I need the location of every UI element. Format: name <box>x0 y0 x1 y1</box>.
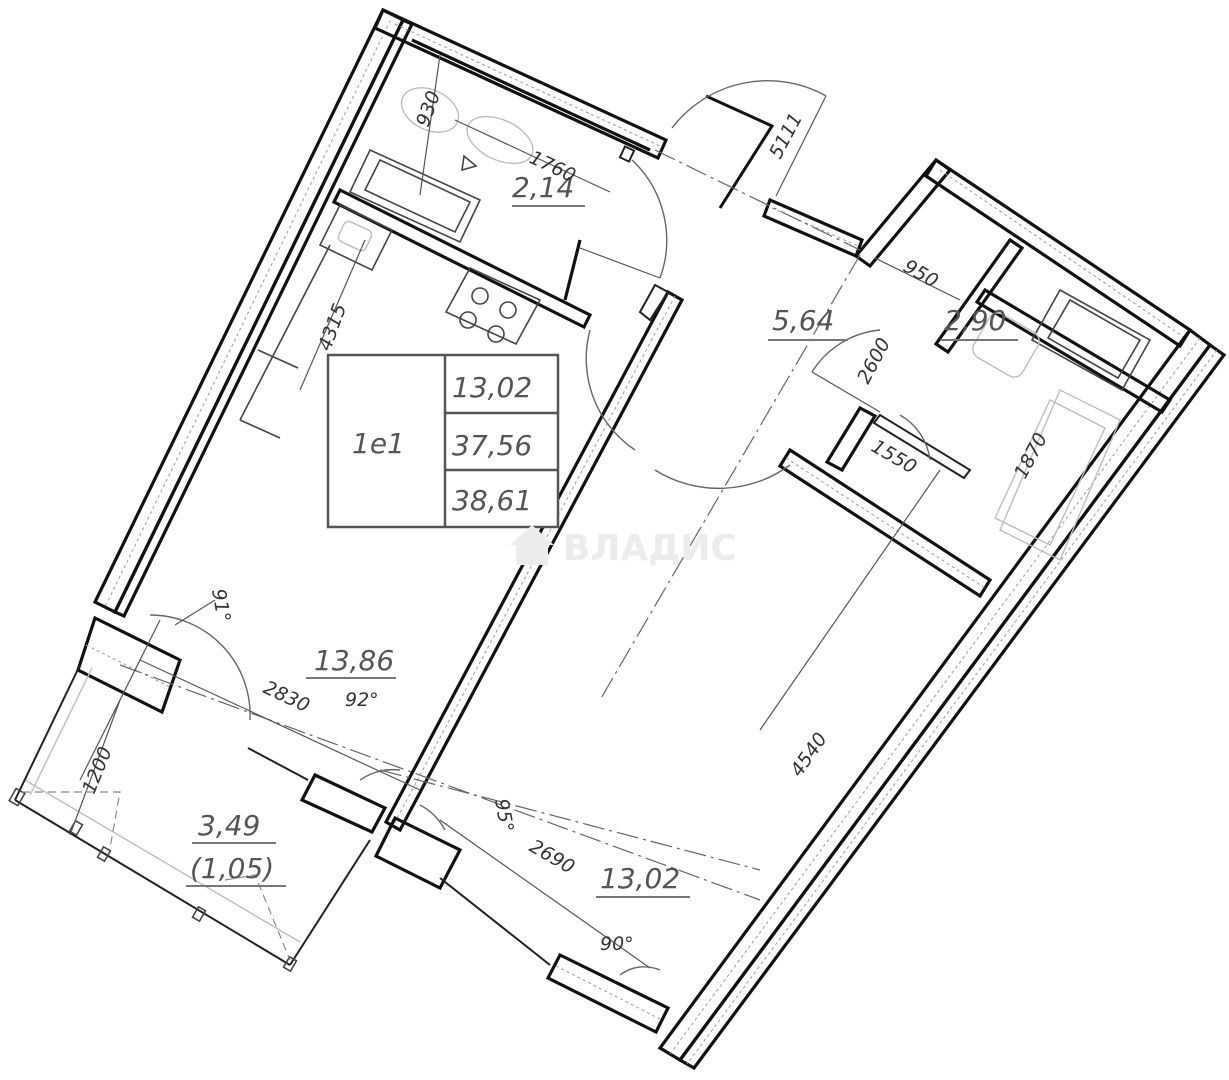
wall-bottom-living <box>545 952 671 1035</box>
area-summary-table: 1e1 13,02 37,56 38,61 <box>326 353 560 529</box>
dim-2600: 2600 <box>853 334 895 387</box>
dimension-lines <box>69 54 961 969</box>
dim-4315: 4315 <box>314 301 351 354</box>
kitchen-stove <box>444 266 542 346</box>
wall-hall-stub <box>824 405 878 473</box>
angle-91: 91° <box>207 587 235 624</box>
doors <box>149 80 931 976</box>
kitchen-sink <box>318 203 394 272</box>
room-area-kitchen: 13,86 <box>314 644 394 677</box>
hall-door-arc <box>811 329 881 373</box>
wall-partition <box>383 289 685 833</box>
pillar-right <box>373 815 463 891</box>
wall-partition-end <box>638 283 670 322</box>
wall-bath-inner-top <box>974 287 1173 415</box>
room-area-entry-nook: 2,14 <box>512 171 574 204</box>
bathtub <box>999 389 1121 561</box>
appliance-box <box>348 148 482 244</box>
living-door-arc <box>654 464 791 490</box>
wall-top-kitchen <box>372 7 669 161</box>
dim-4540: 4540 <box>786 729 832 781</box>
walls <box>76 7 1227 1071</box>
wall-bath-bottom <box>777 447 993 599</box>
nook-door-arc <box>631 159 668 279</box>
angle-90: 90° <box>600 933 634 955</box>
wall-right-exterior <box>657 327 1213 1063</box>
unit-type-label: 1e1 <box>352 427 405 460</box>
dim-2690: 2690 <box>526 835 579 878</box>
room-area-balcony-reduced: (1,05) <box>190 852 274 885</box>
dim-1870: 1870 <box>1010 429 1052 482</box>
watermark: ВЛАДИС <box>510 525 737 569</box>
room-area-bathroom: 2,90 <box>944 304 1006 337</box>
balcony-rail <box>14 799 291 966</box>
dim-930: 930 <box>412 88 445 130</box>
dim-entrance-door: 5111 <box>765 109 807 162</box>
room-area-living: 13,02 <box>600 862 680 895</box>
washbasin <box>972 312 1040 378</box>
room-area-hallway: 5,64 <box>772 304 834 337</box>
wall-kitchen-counter <box>331 187 593 330</box>
watermark-text: ВЛАДИС <box>563 528 737 569</box>
bath-door-arc <box>899 414 931 461</box>
total-area-balcony-value: 38,61 <box>452 484 532 517</box>
dim-2830: 2830 <box>260 677 313 717</box>
kitchen-door-arc <box>585 329 636 451</box>
angle-95: 95° <box>490 797 518 834</box>
balcony-door-threshold <box>247 747 309 781</box>
wall-bath-diag <box>853 157 953 269</box>
wall-entry-right <box>761 197 865 259</box>
house-logo-icon <box>510 525 554 565</box>
wall-right-exterior-outer <box>677 342 1227 1071</box>
total-area-value: 37,56 <box>452 429 532 462</box>
room-area-balcony: 3,49 <box>198 809 260 842</box>
entrance-door-dim <box>775 95 827 197</box>
fixtures <box>239 87 1152 561</box>
counter-edge <box>239 244 331 421</box>
bathtub-small <box>1030 288 1152 392</box>
pillar-left <box>299 772 388 835</box>
wall-top-kitchen-inner <box>411 38 651 152</box>
wall-kitchen-bottom <box>76 615 182 715</box>
summary-box <box>326 353 560 529</box>
entrance-door-leaf <box>705 94 775 209</box>
burner-icon <box>471 287 489 305</box>
dim-1550: 1550 <box>868 435 921 478</box>
dim-950: 950 <box>900 255 942 292</box>
kitchen-balcony-door-arc <box>149 614 251 721</box>
balcony <box>8 664 551 973</box>
living-area-value: 13,02 <box>452 371 532 404</box>
dim-1200: 1200 <box>78 744 117 797</box>
room-labels: 2,14 5,64 2,90 13,86 13,02 3,49 (1,05) <box>186 171 1018 898</box>
wall-bath-door <box>872 413 972 480</box>
door-jamb <box>618 145 636 163</box>
wall-stub <box>563 239 582 301</box>
angle-92: 92° <box>345 689 379 711</box>
entrance-door-arc <box>671 80 827 129</box>
wall-bath-partition-1 <box>933 237 1025 355</box>
